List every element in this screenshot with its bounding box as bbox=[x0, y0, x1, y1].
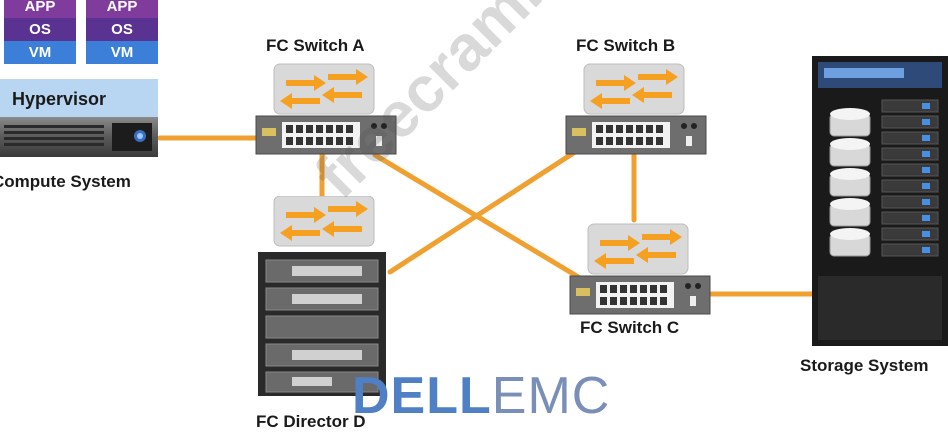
storage-system-label: Storage System bbox=[800, 356, 929, 375]
vm-app-layer: APP bbox=[86, 0, 158, 18]
storage-system bbox=[812, 56, 948, 346]
hypervisor-layer: Hypervisor bbox=[0, 79, 158, 117]
logo-dell-text: DELL bbox=[352, 367, 492, 425]
logo-emc-text: EMC bbox=[491, 367, 611, 425]
vm-vm-layer: VM bbox=[4, 41, 76, 64]
switch-b bbox=[565, 63, 707, 155]
switch-a bbox=[255, 63, 397, 155]
links-layer bbox=[157, 135, 818, 297]
switch-c bbox=[569, 223, 711, 315]
vm-os-layer: OS bbox=[86, 18, 158, 41]
director-d-label: FC Director D bbox=[256, 412, 366, 431]
director-d bbox=[258, 196, 386, 396]
compute-server bbox=[0, 117, 158, 157]
switch-c-label: FC Switch C bbox=[580, 318, 680, 337]
dell-emc-logo: DELLEMC bbox=[352, 368, 610, 424]
compute-system-label: Compute System bbox=[0, 172, 131, 191]
vm-separator bbox=[77, 0, 83, 79]
link-director-d-switch-b bbox=[387, 149, 578, 275]
switch-a-label: FC Switch A bbox=[266, 36, 365, 55]
vm-app-layer: APP bbox=[4, 0, 76, 18]
switch-b-label: FC Switch B bbox=[576, 36, 676, 55]
vm-stack-1: APP OS VM bbox=[4, 0, 76, 64]
vm-stack-2: APP OS VM bbox=[86, 0, 158, 64]
vm-os-layer: OS bbox=[4, 18, 76, 41]
vm-vm-layer: VM bbox=[86, 41, 158, 64]
